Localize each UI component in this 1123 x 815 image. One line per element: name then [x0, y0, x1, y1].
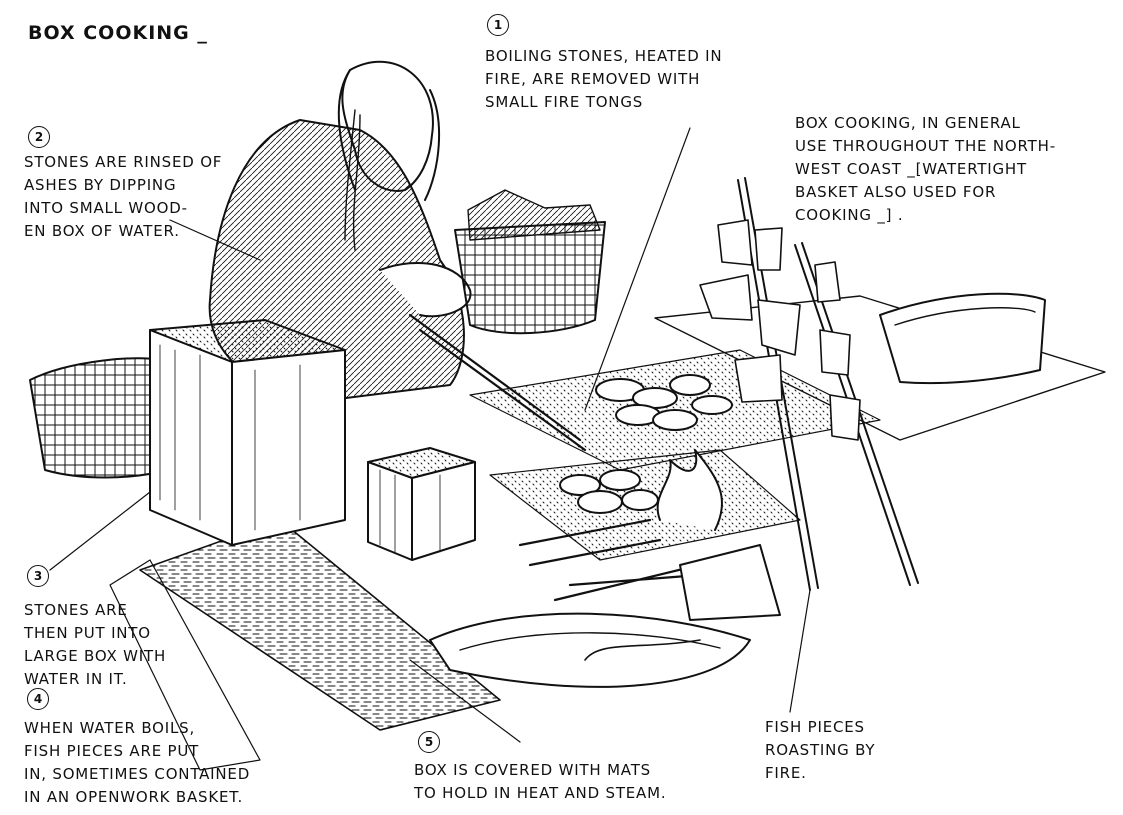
roasting-sticks: [699, 177, 919, 591]
step-3-note: STONES ARE THEN PUT INTO LARGE BOX WITH …: [24, 599, 166, 691]
step-5-line: BOX IS COVERED WITH MATS: [414, 761, 651, 779]
woven-basket: [454, 221, 606, 335]
step-4-number: 4: [27, 688, 49, 710]
step-1-line: FIRE, ARE REMOVED WITH: [485, 70, 701, 88]
step-2-line: ASHES BY DIPPING: [24, 176, 177, 194]
step-1-line: SMALL FIRE TONGS: [485, 93, 644, 111]
bentwood-box: [879, 292, 1046, 385]
step-1-line: BOILING STONES, HEATED IN: [485, 47, 723, 65]
openwork-basket: [29, 357, 169, 479]
step-1-note: BOILING STONES, HEATED IN FIRE, ARE REMO…: [485, 45, 722, 114]
general-note-line: USE THROUGHOUT THE NORTH-: [795, 137, 1056, 155]
fire-pit: [489, 449, 801, 621]
small-wooden-box: [367, 447, 476, 561]
step-1-number: 1: [487, 14, 509, 36]
leader-lines: [49, 127, 811, 743]
step-4-line: IN AN OPENWORK BASKET.: [24, 788, 244, 806]
general-note-line: BASKET ALSO USED FOR: [795, 183, 997, 201]
step-4-line: FISH PIECES ARE PUT: [24, 742, 200, 760]
step-2-note: STONES ARE RINSED OF ASHES BY DIPPING IN…: [24, 151, 222, 243]
page-title: BOX COOKING _: [28, 22, 208, 44]
step-3-number: 3: [27, 565, 49, 587]
general-note-line: BOX COOKING, IN GENERAL: [795, 114, 1021, 132]
step-5-number: 5: [418, 731, 440, 753]
step-2-number: 2: [28, 126, 50, 148]
fish-note-line: FIRE.: [765, 764, 807, 782]
fish-roasting-note: FISH PIECES ROASTING BY FIRE.: [765, 716, 875, 785]
step-5-line: TO HOLD IN HEAT AND STEAM.: [414, 784, 667, 802]
wooden-tray-with-ladle: [429, 612, 751, 688]
large-wooden-box: [149, 319, 346, 546]
step-4-line: WHEN WATER BOILS,: [24, 719, 196, 737]
general-note-line: WEST COAST _[WATERTIGHT: [795, 160, 1027, 178]
step-3-line: STONES ARE: [24, 601, 128, 619]
step-3-line: THEN PUT INTO: [24, 624, 151, 642]
step-4-note: WHEN WATER BOILS, FISH PIECES ARE PUT IN…: [24, 717, 250, 809]
general-note-line: COOKING _] .: [795, 206, 904, 224]
step-2-line: EN BOX OF WATER.: [24, 222, 180, 240]
step-2-line: INTO SMALL WOOD-: [24, 199, 188, 217]
step-3-line: WATER IN IT.: [24, 670, 128, 688]
ground-mat-left: [139, 519, 501, 731]
step-5-note: BOX IS COVERED WITH MATS TO HOLD IN HEAT…: [414, 759, 666, 805]
heated-stones-cluster: [595, 374, 733, 431]
fish-note-line: ROASTING BY: [765, 741, 876, 759]
step-3-line: LARGE BOX WITH: [24, 647, 167, 665]
general-note: BOX COOKING, IN GENERAL USE THROUGHOUT T…: [795, 112, 1056, 227]
step-4-line: IN, SOMETIMES CONTAINED: [24, 765, 251, 783]
fish-note-line: FISH PIECES: [765, 718, 865, 736]
step-2-line: STONES ARE RINSED OF: [24, 153, 223, 171]
